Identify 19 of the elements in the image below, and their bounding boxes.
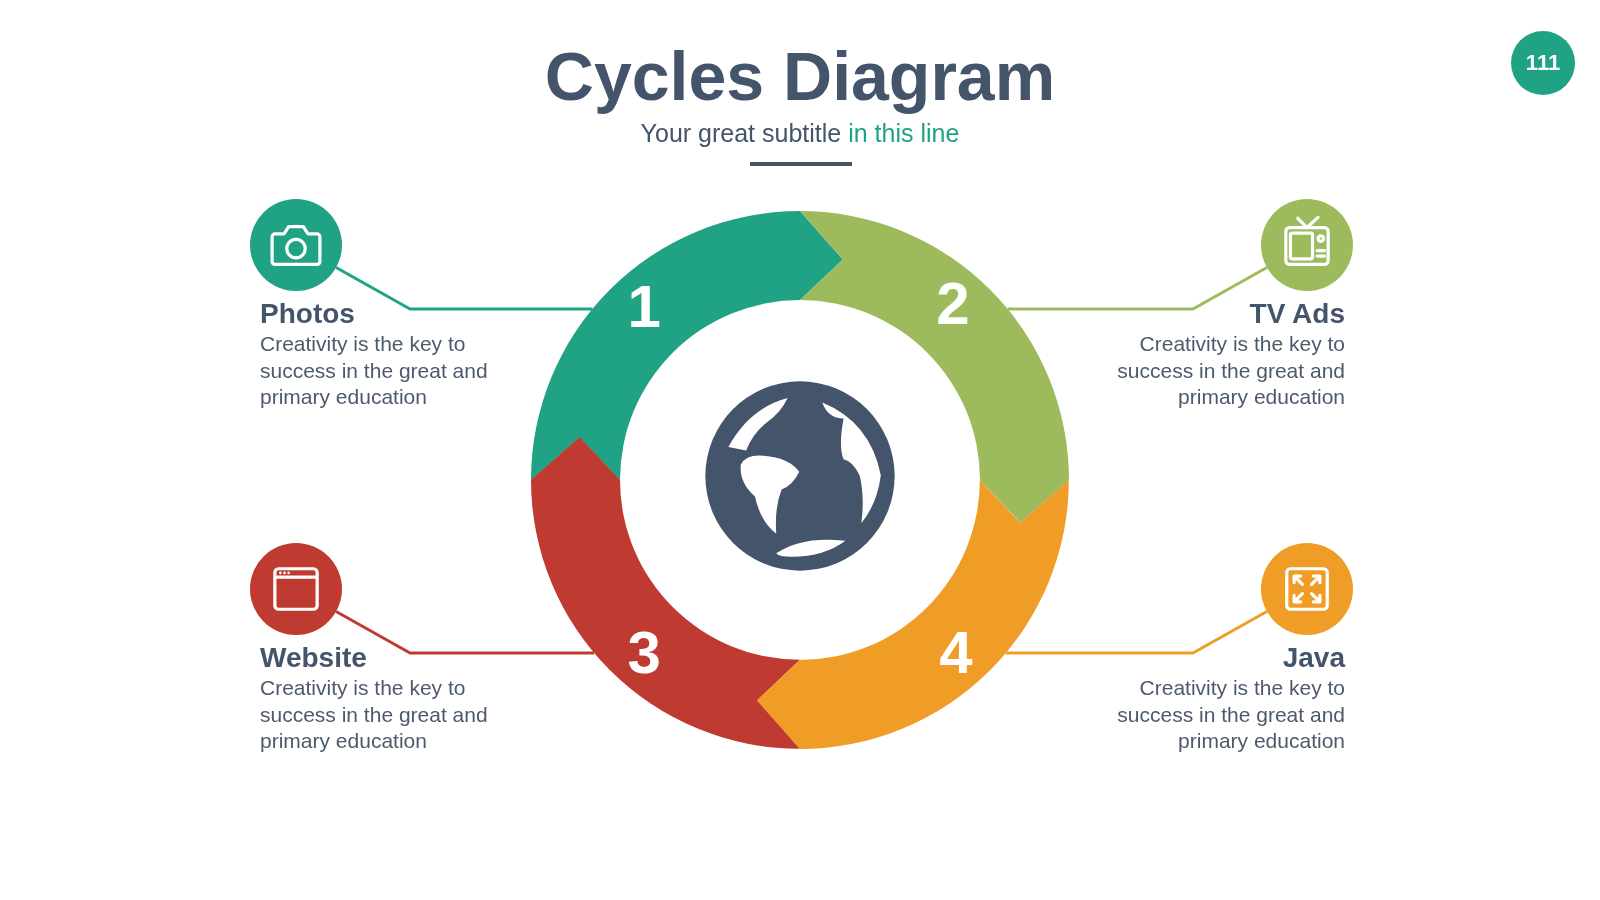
item-heading: Java (1282, 641, 1345, 675)
leader-line (1006, 610, 1268, 655)
subtitle: Your great subtitle (640, 118, 842, 148)
item-heading: TV Ads (1249, 297, 1345, 331)
leader-line (335, 266, 593, 311)
step-number: 3 (627, 623, 661, 684)
item-description: Creativity is the key to success in the great and primary education (260, 675, 489, 754)
page-number: 111 (1511, 31, 1575, 95)
item-heading: Photos (260, 297, 355, 331)
leader-line (1007, 266, 1268, 311)
item-description: Creativity is the key to success in the great and primary education (1116, 675, 1345, 754)
leader-line (335, 610, 594, 655)
step-number: 2 (936, 274, 970, 335)
step-number: 1 (627, 276, 661, 337)
item-heading: Website (260, 641, 367, 675)
item-description: Creativity is the key to success in the great and primary education (1116, 331, 1345, 410)
step-number: 4 (939, 623, 973, 684)
subtitle-highlight: in this line (848, 118, 960, 148)
item-description: Creativity is the key to success in the great and primary education (260, 331, 489, 410)
